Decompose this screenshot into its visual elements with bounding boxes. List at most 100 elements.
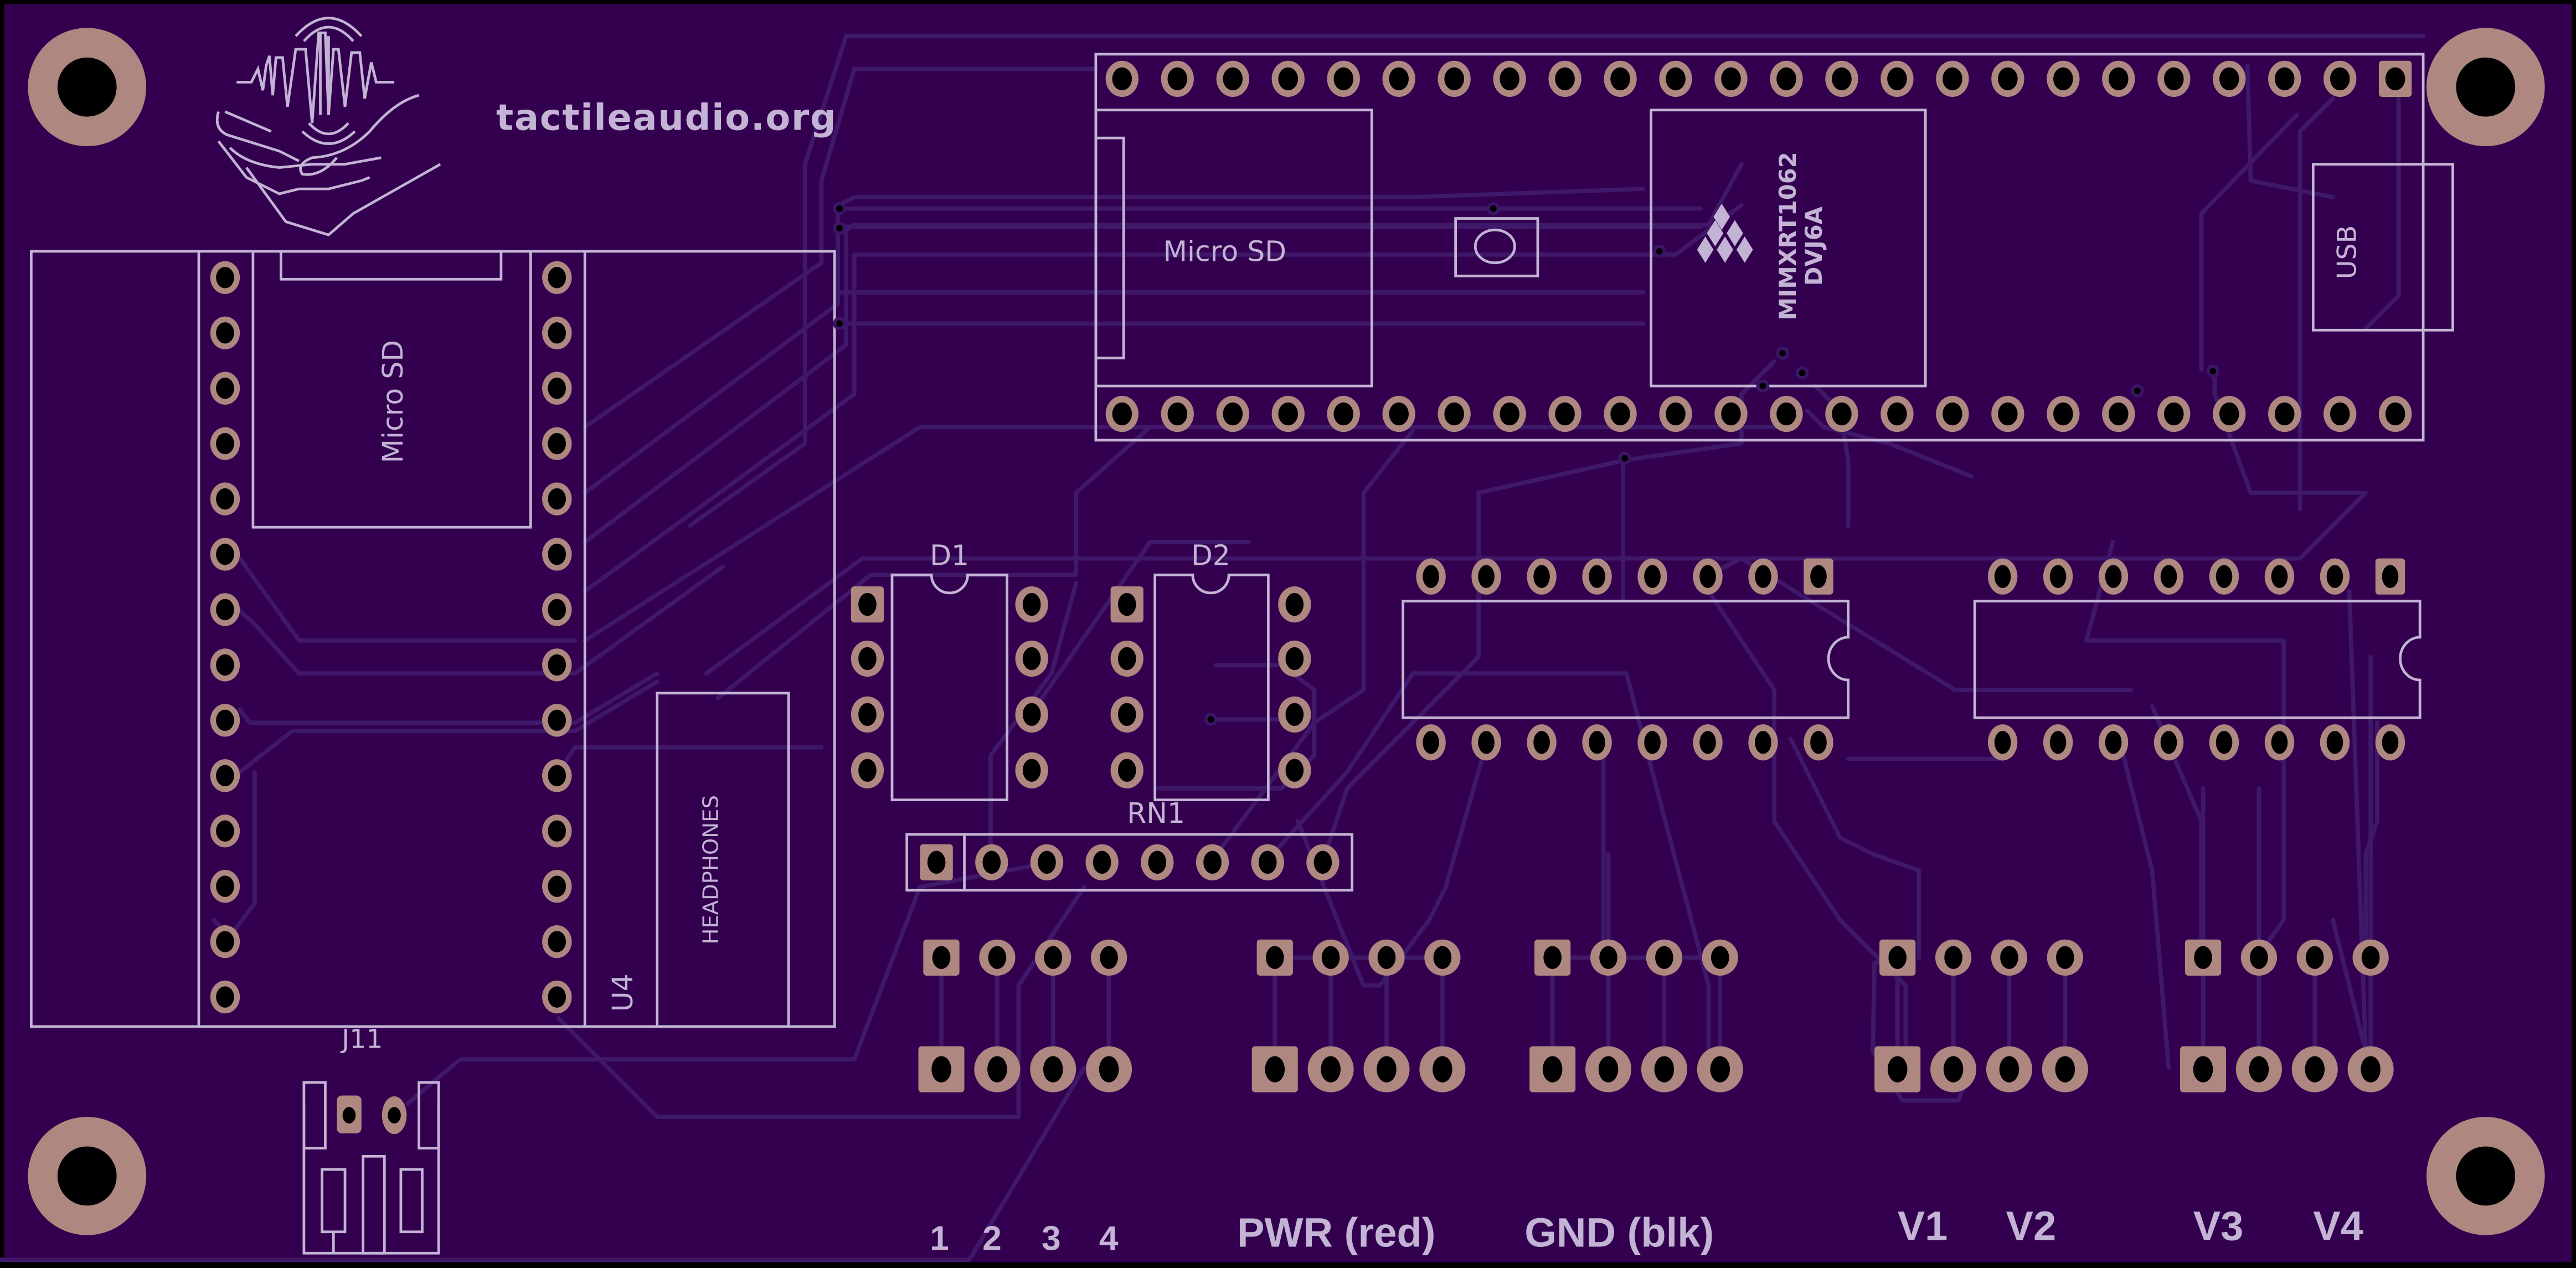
ic-pin <box>1582 724 1612 761</box>
ic-left-dip16 <box>1402 558 1850 761</box>
label-gnd: GND (blk) <box>1524 1209 1714 1255</box>
audio-board-pin <box>210 482 240 516</box>
connector-pin-large <box>1986 1046 2032 1092</box>
trace <box>583 187 1645 495</box>
trace-layer <box>0 34 2425 1262</box>
socket-pin <box>1015 640 1048 677</box>
mounting-hole <box>28 1117 147 1235</box>
via <box>2130 384 2144 398</box>
ic-pin <box>1693 558 1723 595</box>
teensy-pin <box>1271 395 1305 432</box>
teensy-pin <box>2157 60 2191 97</box>
connector-v34 <box>2180 939 2394 1092</box>
audio-board-pin <box>210 593 240 626</box>
connector-pwr <box>1251 939 1466 1092</box>
j11-connector: J11 <box>302 1024 440 1255</box>
audio-board-pin <box>542 980 572 1014</box>
connector-pin-large <box>2347 1046 2394 1092</box>
ic-pin <box>2098 724 2129 761</box>
via <box>833 317 846 331</box>
connector-v12 <box>1874 939 2088 1092</box>
teensy-button-circle <box>1474 228 1516 264</box>
audio-board-pin <box>542 704 572 737</box>
trace <box>2199 112 2299 372</box>
connector-pin-small <box>1368 939 1405 976</box>
mounting-holes <box>28 28 2545 1235</box>
connector-pin-large <box>2291 1046 2338 1092</box>
ic-pin <box>2264 724 2295 761</box>
label-v4: V4 <box>2313 1203 2363 1249</box>
audio-board-pin <box>542 815 572 848</box>
trace <box>583 66 1098 430</box>
ic-pin <box>2375 724 2405 761</box>
bottom-connectors <box>918 939 2394 1092</box>
label-pin-2: 2 <box>982 1219 1002 1257</box>
connector-pin-small <box>2047 939 2083 976</box>
rn1-pin <box>975 844 1008 880</box>
trace <box>1263 671 1711 1070</box>
trace <box>2245 63 2335 199</box>
teensy-pin <box>1659 60 1692 97</box>
teensy-pin <box>1105 395 1139 432</box>
via <box>1618 451 1632 465</box>
ic-pin <box>1582 558 1612 595</box>
audio-board-pin <box>542 593 572 626</box>
headphones-label: HEADPHONES <box>699 795 724 945</box>
connector-pin-small <box>1991 939 2028 976</box>
label-pwr: PWR (red) <box>1237 1209 1435 1255</box>
rn1-pin <box>1306 844 1339 880</box>
trace <box>1152 663 1317 791</box>
connector-pin-large <box>974 1046 1021 1092</box>
mounting-hole <box>2426 1117 2545 1235</box>
connector-pin-small <box>1879 939 1916 976</box>
teensy-pin <box>2213 395 2246 432</box>
teensy-pin <box>1438 395 1471 432</box>
audio-sd-label: Micro SD <box>377 340 409 463</box>
trace <box>238 671 660 725</box>
audio-board-pin <box>542 261 572 294</box>
connector-pin-small <box>2296 939 2333 976</box>
via <box>1652 244 1666 258</box>
trace <box>1805 408 1974 479</box>
ic-pin <box>1693 724 1723 761</box>
connector-pin-small <box>1256 939 1293 976</box>
audio-board-pin <box>210 648 240 682</box>
ic-pin <box>2320 724 2350 761</box>
connector-pin-small <box>979 939 1016 976</box>
connector-pin-large <box>1086 1046 1132 1092</box>
teensy-pin <box>2157 395 2191 432</box>
teensy-pin-rows <box>1105 60 2412 432</box>
teensy-pin <box>1271 60 1305 97</box>
teensy-pin <box>1714 60 1748 97</box>
ic-pin <box>1748 558 1778 595</box>
ic-right-dip16 <box>1973 558 2422 761</box>
teensy-pin <box>1714 395 1748 432</box>
connector-pin-large <box>2042 1046 2088 1092</box>
teensy-pin <box>1105 60 1139 97</box>
teensy-sd-tab <box>1094 136 1125 360</box>
label-v3: V3 <box>2193 1203 2244 1249</box>
trace <box>2212 369 2368 495</box>
ic-pin <box>2043 558 2073 595</box>
ic-pin <box>2209 558 2239 595</box>
trace <box>1029 540 1251 715</box>
connector-pin-small <box>2240 939 2278 976</box>
audio-board-pin <box>210 427 240 460</box>
label-v1: V1 <box>1898 1203 1948 1249</box>
connector-pin-small <box>1702 939 1738 976</box>
teensy-sd-label: Micro SD <box>1163 235 1287 268</box>
socket-pin <box>1278 696 1311 733</box>
ic-pin <box>1804 558 1833 595</box>
audio-board-pin <box>542 759 572 792</box>
teensy-pin <box>1493 395 1526 432</box>
teensy-pin <box>1216 60 1249 97</box>
audio-board-pin <box>542 427 572 460</box>
label-v2: V2 <box>2006 1203 2057 1249</box>
teensy-usb-label: USB <box>2332 225 2362 279</box>
rn1-pin <box>920 844 953 880</box>
audio-board-pin <box>210 870 240 903</box>
teensy-pin <box>2213 60 2246 97</box>
rn1-resistor-network: RN1 <box>905 797 1354 892</box>
logo-text: tactileaudio.org <box>496 96 837 138</box>
